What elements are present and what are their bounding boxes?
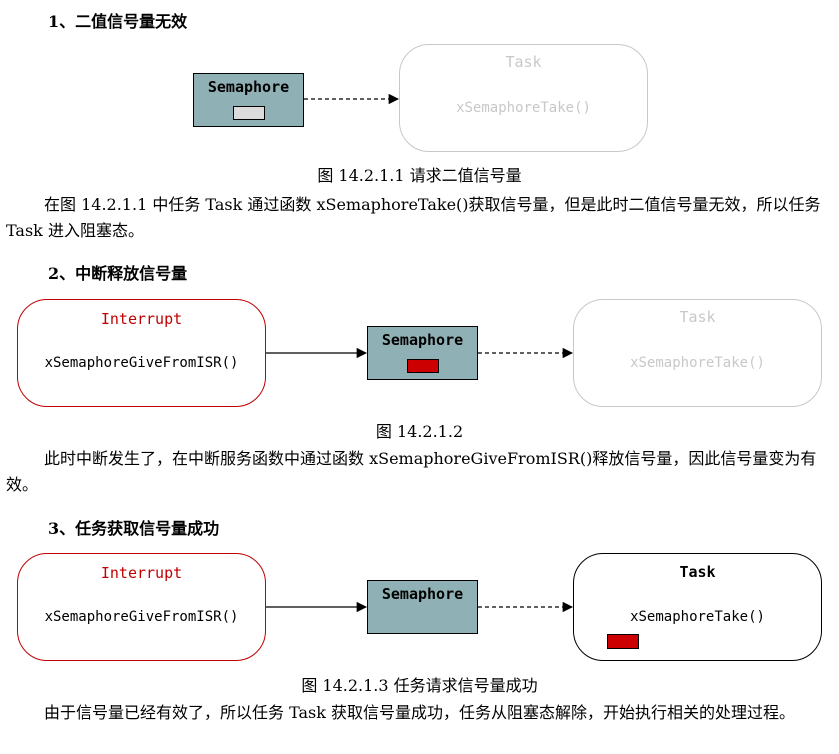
task-title: Task <box>679 563 716 581</box>
semaphore-token-invalid <box>232 106 265 120</box>
semaphore-box-3: Semaphore <box>367 580 478 634</box>
figure-caption-1: 图 14.2.1.1 请求二值信号量 <box>317 166 522 185</box>
task-function: xSemaphoreTake() <box>630 609 765 625</box>
semaphore-token-valid <box>406 359 439 373</box>
task-title: Task <box>679 308 716 326</box>
task-token-acquired <box>607 634 639 649</box>
interrupt-function: xSemaphoreGiveFromISR() <box>44 355 239 371</box>
semaphore-label: Semaphore <box>381 585 464 603</box>
task-title: Task <box>505 53 542 71</box>
interrupt-box-3: Interrupt xSemaphoreGiveFromISR() <box>17 553 266 661</box>
paragraph-2: 此时中断发生了，在中断服务函数中通过函数 xSemaphoreGiveFromI… <box>6 446 834 498</box>
interrupt-title: Interrupt <box>100 564 183 582</box>
interrupt-box-2: Interrupt xSemaphoreGiveFromISR() <box>17 299 266 407</box>
figure-caption-2: 图 14.2.1.2 <box>375 422 464 441</box>
semaphore-box-2: Semaphore <box>367 326 478 380</box>
semaphore-label: Semaphore <box>381 331 464 349</box>
paragraph-1-text: 在图 14.2.1.1 中任务 Task 通过函数 xSemaphoreTake… <box>6 195 821 240</box>
paragraph-3: 由于信号量已经有效了，所以任务 Task 获取信号量成功，任务从阻塞态解除，开始… <box>6 700 834 726</box>
figure-caption-3: 图 14.2.1.3 任务请求信号量成功 <box>301 676 538 695</box>
task-box-2: Task xSemaphoreTake() <box>573 299 822 407</box>
section-1-heading: 1、二值信号量无效 <box>48 12 188 31</box>
task-box-1: Task xSemaphoreTake() <box>399 44 648 152</box>
interrupt-title: Interrupt <box>100 310 183 328</box>
paragraph-1: 在图 14.2.1.1 中任务 Task 通过函数 xSemaphoreTake… <box>6 192 834 244</box>
interrupt-function: xSemaphoreGiveFromISR() <box>44 609 239 625</box>
paragraph-3-text: 由于信号量已经有效了，所以任务 Task 获取信号量成功，任务从阻塞态解除，开始… <box>44 703 796 722</box>
semaphore-label: Semaphore <box>207 78 290 96</box>
semaphore-box-1: Semaphore <box>193 73 304 127</box>
task-function: xSemaphoreTake() <box>456 100 591 116</box>
task-function: xSemaphoreTake() <box>630 355 765 371</box>
task-box-3: Task xSemaphoreTake() <box>573 553 822 661</box>
section-2-heading: 2、中断释放信号量 <box>48 264 188 283</box>
section-3-heading: 3、任务获取信号量成功 <box>48 519 220 538</box>
paragraph-2-text: 此时中断发生了，在中断服务函数中通过函数 xSemaphoreGiveFromI… <box>6 449 817 494</box>
